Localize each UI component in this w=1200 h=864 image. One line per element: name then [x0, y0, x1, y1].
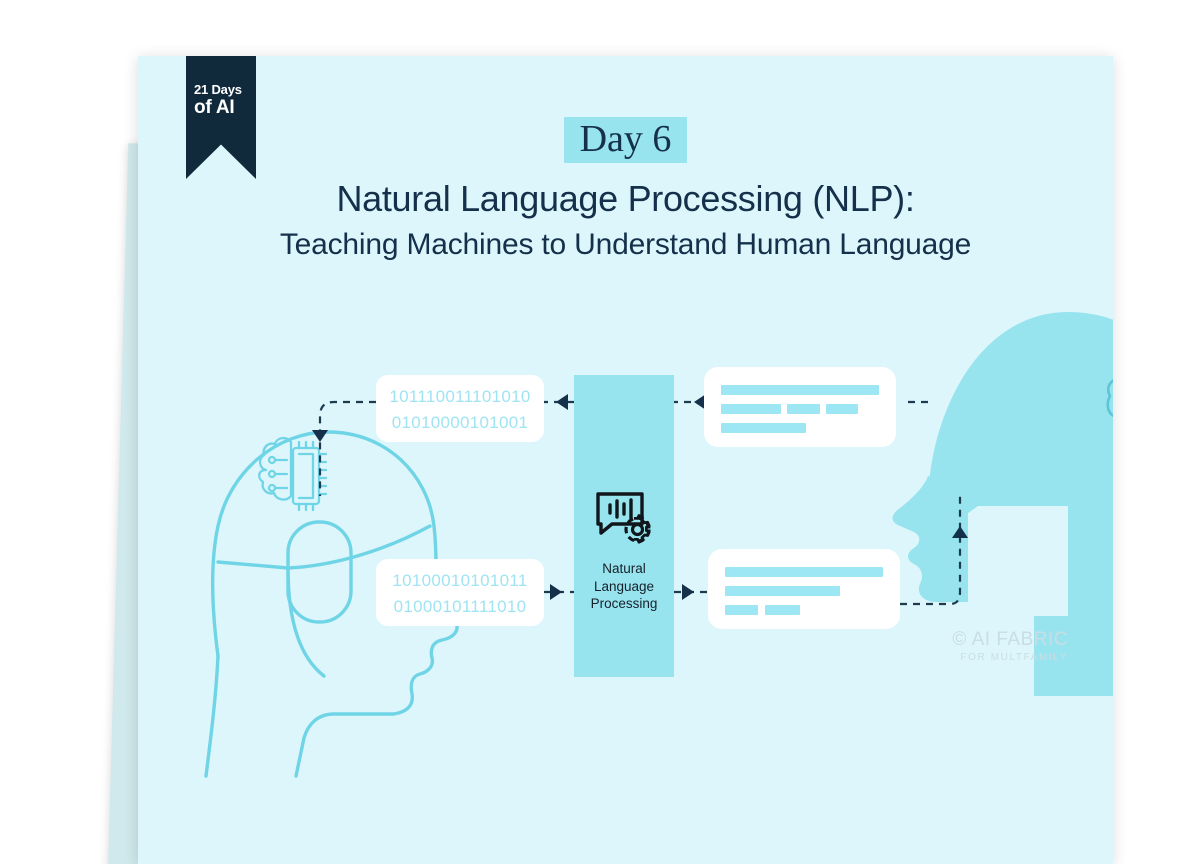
text-card-bottom	[708, 549, 900, 629]
human-head-silhouette	[892, 312, 1113, 696]
text-card-top	[704, 367, 896, 447]
text-bar	[826, 404, 858, 414]
ai-chip-brain-icon	[258, 436, 328, 512]
binary-card-bottom: 10100010101011 01000101111010	[376, 559, 544, 626]
nlp-processor-block: Natural Language Processing	[574, 375, 674, 677]
binary-card-top: 101110011101010 01010000101001	[376, 375, 544, 442]
text-bar	[725, 605, 758, 615]
text-bar	[725, 567, 883, 577]
nlp-label-line1: Natural	[602, 561, 646, 576]
text-bar	[721, 385, 879, 395]
binary-line-1: 101110011101010	[389, 387, 531, 406]
day-badge: Day 6	[563, 117, 688, 163]
text-bar	[765, 605, 800, 615]
ribbon-line1: 21 Days	[194, 82, 242, 97]
binary-line-2: 01000101111010	[393, 597, 527, 616]
nlp-label-line2: Language	[593, 578, 655, 594]
slide-card: 21 Days of AI Day 6 Natural Language Pro…	[138, 56, 1113, 864]
text-bar	[721, 423, 806, 433]
speech-bubble-gear-icon	[574, 491, 674, 550]
page-title: Natural Language Processing (NLP):	[336, 178, 915, 219]
page-subtitle: Teaching Machines to Understand Human La…	[279, 228, 972, 261]
nlp-label-line3: Processing	[590, 596, 658, 611]
watermark-line2: FOR MULTFAMILY	[960, 652, 1068, 663]
ribbon-line2: of AI	[194, 97, 235, 118]
nlp-block-label: Natural Language Processing	[574, 560, 674, 613]
text-bar	[725, 586, 840, 596]
flow-arrowheads	[312, 394, 968, 600]
binary-line-2: 01010000101001	[391, 413, 529, 432]
text-bar	[787, 404, 820, 414]
watermark-line1: © AI FABRIC	[952, 629, 1068, 650]
watermark: © AI FABRIC FOR MULTFAMILY	[928, 629, 1068, 663]
binary-line-1: 10100010101011	[392, 571, 528, 590]
text-bar	[721, 404, 781, 414]
day-badge-row: Day 6	[138, 117, 1113, 163]
